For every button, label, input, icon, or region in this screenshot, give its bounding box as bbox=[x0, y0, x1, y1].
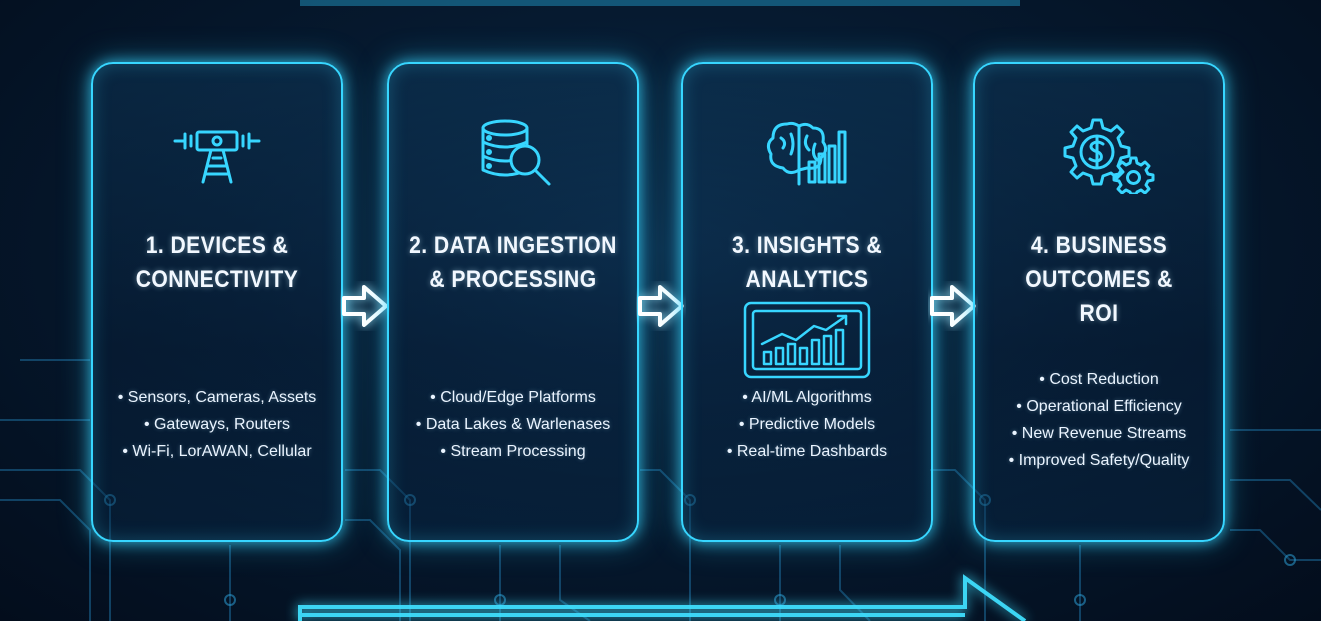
list-item: AI/ML Algorithms bbox=[683, 384, 931, 411]
list-item: Cost Reduction bbox=[975, 366, 1223, 393]
title-line: 1. DEVICES & bbox=[145, 232, 289, 259]
title-line: CONNECTIVITY bbox=[135, 266, 299, 293]
list-item: Stream Processing bbox=[389, 438, 637, 465]
stage-bullet-list: Cost Reduction Operational Efficiency Ne… bbox=[975, 366, 1223, 474]
stage-card-insights: 3. INSIGHTS & ANALYTICS AI/ML Algorithms… bbox=[681, 62, 933, 542]
list-item: Improved Safety/Quality bbox=[975, 447, 1223, 474]
list-item: Wi-Fi, LorAWAN, Cellular bbox=[93, 438, 341, 465]
sensor-tower-icon bbox=[173, 130, 261, 184]
title-line: & PROCESSING bbox=[429, 266, 597, 293]
stage-bullet-list: Cloud/Edge Platforms Data Lakes & Warlen… bbox=[389, 384, 637, 465]
list-item: Cloud/Edge Platforms bbox=[389, 384, 637, 411]
dollar-gears-icon bbox=[1063, 118, 1155, 194]
list-item: Data Lakes & Warlenases bbox=[389, 411, 637, 438]
title-line: ROI bbox=[1079, 300, 1119, 327]
stage-title: 4. BUSINESS OUTCOMES & ROI bbox=[990, 229, 1208, 331]
list-item: Real-time Dashbards bbox=[683, 438, 931, 465]
title-line: OUTCOMES & bbox=[1025, 266, 1173, 293]
title-line: 2. DATA INGESTION bbox=[409, 232, 617, 259]
list-item: New Revenue Streams bbox=[975, 420, 1223, 447]
flow-arrow-icon bbox=[342, 285, 388, 327]
brain-chart-icon bbox=[766, 121, 847, 186]
stage-card-data-ingestion: 2. DATA INGESTION & PROCESSING Cloud/Edg… bbox=[387, 62, 639, 542]
analytics-dashboard-icon bbox=[743, 301, 871, 379]
database-search-icon bbox=[481, 119, 551, 186]
title-line: 4. BUSINESS bbox=[1030, 232, 1168, 259]
stage-bullet-list: Sensors, Cameras, Assets Gateways, Route… bbox=[93, 384, 341, 465]
stage-title: 3. INSIGHTS & ANALYTICS bbox=[698, 229, 916, 297]
title-line: 3. INSIGHTS & bbox=[731, 232, 883, 259]
stage-bullet-list: AI/ML Algorithms Predictive Models Real-… bbox=[683, 384, 931, 465]
flow-arrow-icon bbox=[638, 285, 684, 327]
stage-card-devices: 1. DEVICES & CONNECTIVITY Sensors, Camer… bbox=[91, 62, 343, 542]
flow-arrow-icon bbox=[930, 285, 976, 327]
list-item: Sensors, Cameras, Assets bbox=[93, 384, 341, 411]
title-line: ANALYTICS bbox=[745, 266, 869, 293]
list-item: Operational Efficiency bbox=[975, 393, 1223, 420]
stage-title: 1. DEVICES & CONNECTIVITY bbox=[108, 229, 326, 297]
list-item: Gateways, Routers bbox=[93, 411, 341, 438]
stage-card-business-outcomes: 4. BUSINESS OUTCOMES & ROI Cost Reductio… bbox=[973, 62, 1225, 542]
stage-title: 2. DATA INGESTION & PROCESSING bbox=[404, 229, 622, 297]
list-item: Predictive Models bbox=[683, 411, 931, 438]
